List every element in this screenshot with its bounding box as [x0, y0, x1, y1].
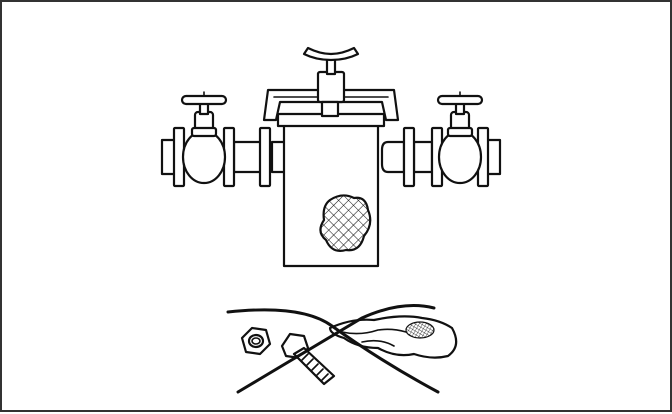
strainer-assembly — [160, 46, 502, 268]
left-flanges — [172, 126, 272, 188]
prohibited-cross-icon — [226, 304, 440, 394]
right-pipe — [380, 138, 502, 176]
left-valve-handwheel — [180, 94, 228, 106]
hex-nut-icon — [240, 326, 272, 356]
foreign-objects-prohibited — [226, 304, 458, 394]
bolt-icon — [280, 332, 336, 386]
strainer-clamp-yoke — [262, 46, 400, 122]
rag-icon — [328, 315, 458, 359]
right-gate-valve — [436, 91, 484, 185]
right-valve-handwheel — [436, 94, 484, 106]
right-flanges — [402, 126, 490, 188]
t-handle-icon — [302, 46, 360, 62]
left-gate-valve — [180, 91, 228, 185]
filter-mesh-icon — [319, 194, 372, 252]
